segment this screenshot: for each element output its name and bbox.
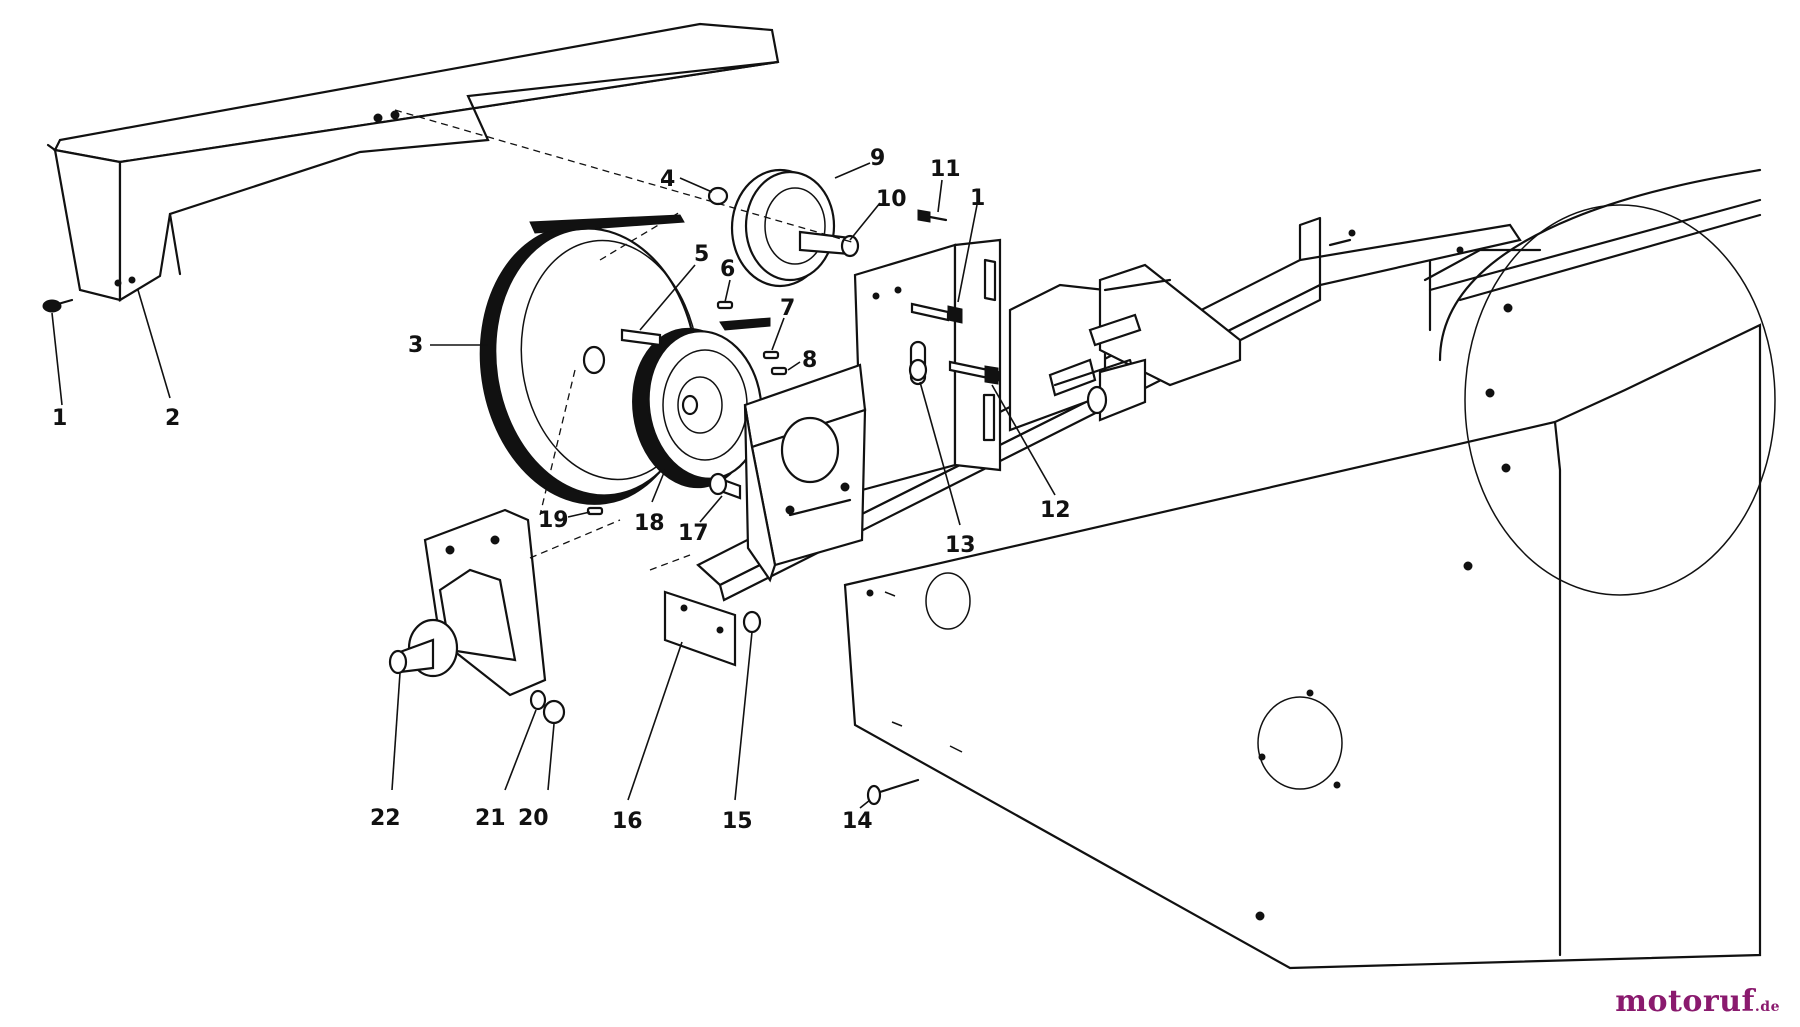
callout-6: 6	[720, 257, 735, 282]
callout-22: 22	[370, 806, 401, 831]
callout-5: 5	[694, 242, 709, 267]
gearbox-part-22	[388, 508, 547, 697]
callout-17: 17	[678, 521, 709, 546]
callout-21: 21	[475, 806, 506, 831]
callout-4: 4	[660, 167, 675, 192]
belt-guard-cover	[46, 22, 780, 302]
idler-pulley-part-9	[730, 168, 860, 288]
callout-1b: 1	[970, 186, 985, 211]
callout-19: 19	[538, 508, 569, 533]
watermark-brand: motoruf	[1615, 984, 1755, 1019]
callout-9: 9	[870, 146, 885, 171]
callout-18: 18	[634, 511, 665, 536]
callout-12: 12	[1040, 498, 1071, 523]
hardware	[394, 109, 1000, 806]
small-pulley-part-18	[632, 317, 771, 489]
callout-14: 14	[842, 809, 873, 834]
bearing-plate	[743, 363, 867, 583]
callout-11: 11	[930, 157, 961, 182]
screw-part-1	[42, 298, 74, 313]
callout-labels: 1 2 3 4 5 6 7 8 9 10 11 1 12 13 14 15 16	[51, 146, 1071, 834]
callout-1a: 1	[52, 406, 67, 431]
watermark-tld: .de	[1754, 999, 1780, 1015]
rear-brackets	[1008, 263, 1242, 432]
callout-7: 7	[780, 296, 795, 321]
callout-16: 16	[612, 809, 643, 834]
callout-13: 13	[945, 533, 976, 558]
callout-15: 15	[722, 809, 753, 834]
callout-3: 3	[408, 333, 423, 358]
watermark-logo: motoruf.de	[1615, 984, 1780, 1019]
blower-housing	[843, 168, 1776, 970]
callout-10: 10	[876, 187, 907, 212]
callout-2: 2	[165, 406, 180, 431]
plate-part-16	[663, 590, 737, 667]
callout-8: 8	[802, 348, 817, 373]
idler-bracket	[853, 238, 1002, 492]
callout-20: 20	[518, 806, 549, 831]
